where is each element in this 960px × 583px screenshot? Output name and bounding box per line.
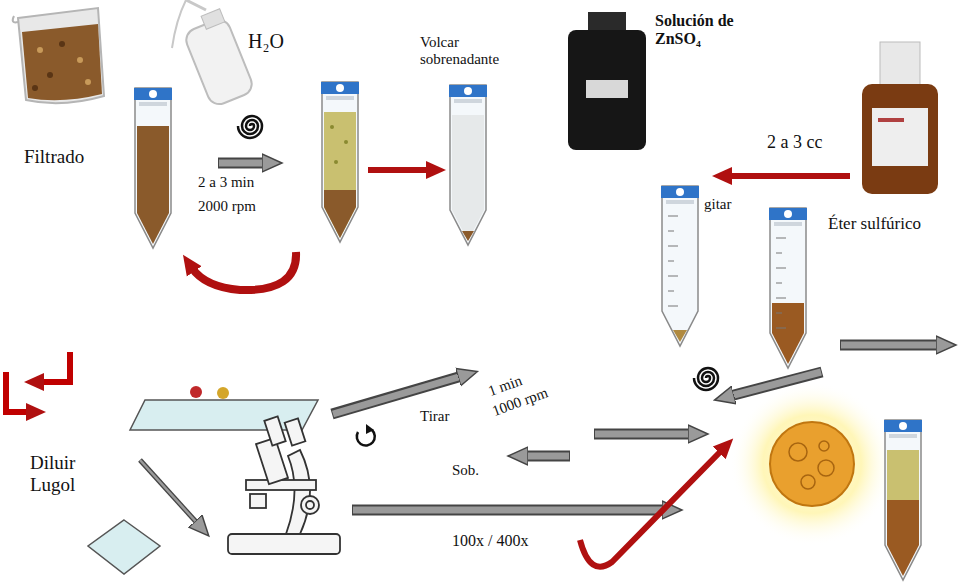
pointer-arrow: [580, 450, 722, 567]
text-label: gitar: [704, 196, 732, 213]
process-arrow: [368, 167, 430, 173]
process-arrow: [524, 456, 570, 457]
text-label: Volcar sobrenadante: [420, 34, 532, 69]
text-label: 2 a 3 min: [198, 174, 254, 191]
wash-bottle: [172, 0, 255, 108]
text-label: Tirar: [420, 408, 449, 425]
text-label: 2000 rpm: [198, 198, 256, 215]
continue-arrow: [6, 372, 30, 412]
centrifuge-symbol: [694, 368, 718, 390]
text-label: Diluir Lugol: [30, 452, 114, 496]
parasite-cyst: [730, 382, 894, 546]
centrifuge-symbol: [238, 116, 262, 138]
graduated-tube: [769, 208, 807, 368]
centrifuge-tube: [884, 420, 922, 580]
text-label: Solución de ZnSO₄: [655, 12, 765, 49]
centrifuge-tube: [449, 85, 487, 245]
text-label: 100x / 400x: [452, 532, 528, 550]
repeat-arrow: [192, 252, 296, 290]
centrifuge-tube: [321, 82, 359, 242]
text-label: 2 a 3 cc: [767, 132, 822, 153]
rotate-symbol: [357, 424, 375, 446]
process-arrow: [218, 163, 266, 164]
graduated-tube: [661, 186, 699, 346]
reagent-bottle: [862, 42, 938, 194]
centrifuge-tube: [134, 88, 172, 248]
process-arrow: [728, 173, 850, 179]
coverslip: [88, 520, 160, 574]
continue-arrow: [40, 352, 70, 382]
text-label: Filtrado: [24, 146, 84, 168]
process-arrow: [352, 510, 666, 511]
text-label: H₂O: [248, 30, 284, 53]
microscope: [228, 416, 340, 554]
process-arrow: [140, 460, 198, 524]
process-arrow: [840, 345, 940, 346]
text-label: Éter sulfúrico: [828, 214, 921, 234]
process-arrow: [594, 434, 692, 435]
text-label: Sob.: [452, 462, 479, 479]
beaker: [13, 8, 104, 103]
reagent-bottle: [568, 12, 646, 150]
